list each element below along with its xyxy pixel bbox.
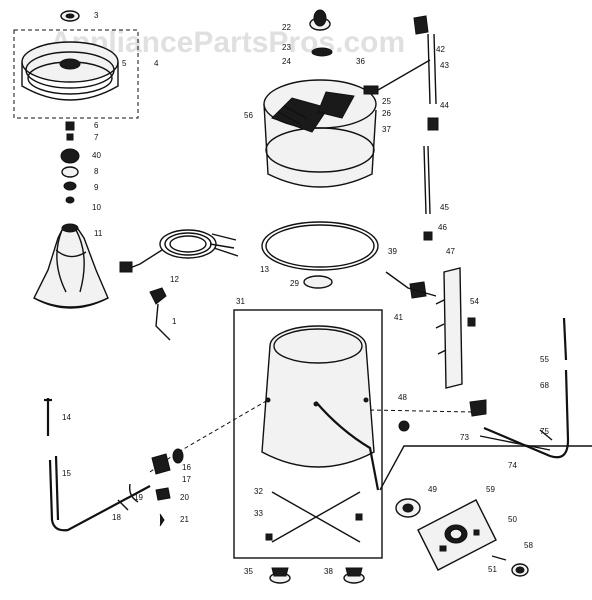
part-label: 44 <box>440 101 449 110</box>
part-label: 51 <box>488 565 497 574</box>
part-label: 38 <box>324 567 333 576</box>
part-label: 32 <box>254 487 263 496</box>
part-label: 21 <box>180 515 189 524</box>
part-label: 14 <box>62 413 71 422</box>
part-label: 13 <box>260 265 269 274</box>
part-label: 17 <box>182 475 191 484</box>
part-label: 18 <box>112 513 121 522</box>
part-label: 45 <box>440 203 449 212</box>
part-label: 8 <box>94 167 99 176</box>
part-label: 20 <box>180 493 189 502</box>
part-label: 68 <box>540 381 549 390</box>
part-label: 22 <box>282 23 291 32</box>
part-label: 50 <box>508 515 517 524</box>
part-label: 7 <box>94 133 99 142</box>
part-label: 1 <box>172 317 177 326</box>
part-label: 41 <box>394 313 403 322</box>
part-label: 49 <box>428 485 437 494</box>
part-label: 26 <box>382 109 391 118</box>
nut-part <box>65 121 75 131</box>
tub-ring <box>261 221 379 271</box>
cabinet-frame <box>233 309 383 559</box>
part-label: 48 <box>398 393 407 402</box>
drain-hose <box>369 317 570 459</box>
pump-assembly <box>379 445 592 577</box>
clip-part <box>149 287 171 341</box>
part-label: 73 <box>460 433 469 442</box>
part-label: 15 <box>62 469 71 478</box>
leveling-feet <box>269 567 365 584</box>
part-label: 43 <box>440 61 449 70</box>
suspension-rod <box>413 15 439 241</box>
part-label: 54 <box>470 297 479 306</box>
part-label: 74 <box>508 461 517 470</box>
cabinet-tub <box>233 309 383 559</box>
part-label: 55 <box>540 355 549 364</box>
part-label: 46 <box>438 223 447 232</box>
part-label: 24 <box>282 57 291 66</box>
part-label: 3 <box>94 11 99 20</box>
part-label: 11 <box>94 229 103 238</box>
part-label: 36 <box>356 57 365 66</box>
gear-part <box>60 148 80 164</box>
part-label: 40 <box>92 151 101 160</box>
part-label: 31 <box>236 297 245 306</box>
power-cord <box>119 229 239 273</box>
bolt-part <box>66 133 74 141</box>
part-label: 39 <box>388 247 397 256</box>
part-label: 47 <box>446 247 455 256</box>
part-label: 5 <box>122 59 127 68</box>
tub-seal <box>303 275 333 289</box>
part-label: 37 <box>382 125 391 134</box>
part-label: 9 <box>94 183 99 192</box>
pulley-group-box <box>13 29 139 119</box>
part-label: 29 <box>290 279 299 288</box>
part-label: 35 <box>244 567 253 576</box>
part-label: 12 <box>170 275 179 284</box>
part-label: 6 <box>94 121 99 130</box>
part-label: 19 <box>134 493 143 502</box>
agitator <box>33 223 109 309</box>
part-number-labels: 3 4 5 6 7 40 8 9 10 11 12 1 14 15 16 17 … <box>62 11 549 576</box>
part-label: 42 <box>436 45 445 54</box>
part-label: 33 <box>254 509 263 518</box>
part-label: 59 <box>486 485 495 494</box>
part-label: 16 <box>182 463 191 472</box>
part-label: 23 <box>282 43 291 52</box>
left-hoses <box>44 398 269 532</box>
outer-tub-top <box>263 9 431 188</box>
part-label: 58 <box>524 541 533 550</box>
part-label: 10 <box>92 203 101 212</box>
part-label: 25 <box>382 97 391 106</box>
pulley-assembly <box>13 10 139 204</box>
part-label: 75 <box>540 427 549 436</box>
bearing-part <box>61 166 79 178</box>
bracket-column <box>385 267 476 389</box>
part-label: 4 <box>154 59 159 68</box>
part-label: 56 <box>244 111 253 120</box>
